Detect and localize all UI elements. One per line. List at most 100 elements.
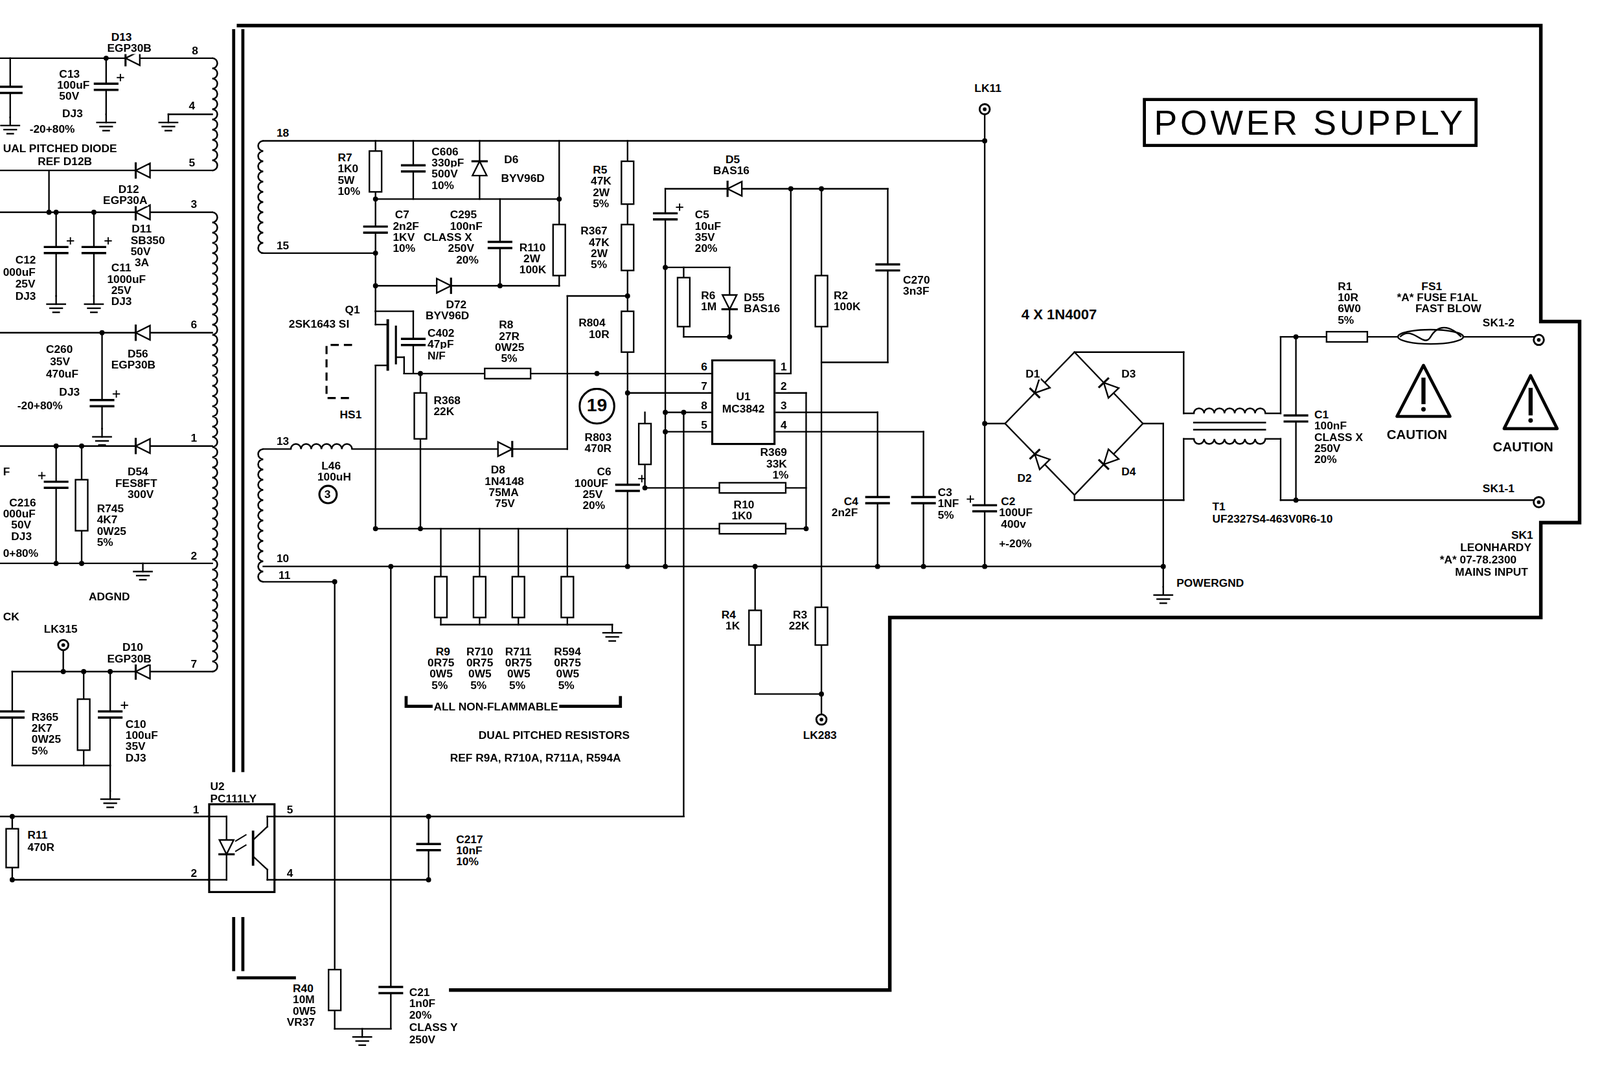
- wire: [402, 170, 425, 173]
- component-label: 500V: [430, 167, 460, 180]
- component-label: D12: [117, 182, 140, 195]
- diode-symbol: [498, 441, 513, 457]
- wire: [219, 853, 234, 856]
- wire: [379, 992, 403, 995]
- component-label: 47pF: [426, 338, 455, 351]
- wire: [805, 393, 807, 530]
- component-label: 5%: [95, 535, 115, 549]
- resistor-symbol: [621, 311, 634, 353]
- gap: [911, 497, 937, 504]
- wire: [90, 311, 97, 313]
- component-label: LK11: [973, 81, 1003, 94]
- component-label: C10: [124, 717, 148, 731]
- wire: [611, 624, 613, 633]
- wire: [262, 139, 985, 142]
- wire: [82, 251, 106, 254]
- wire: [1074, 351, 1185, 354]
- junction-dot: [642, 485, 648, 491]
- component-label: C606: [430, 145, 460, 158]
- component-label: 1: [191, 803, 201, 816]
- winding: [258, 140, 264, 253]
- component-label: 000uF: [1, 507, 37, 520]
- junction-dot: [107, 669, 113, 675]
- component-label: DJ3: [110, 294, 133, 308]
- component-label: 0W25: [30, 733, 62, 746]
- wire: [168, 113, 213, 115]
- component-label: 2W: [592, 185, 611, 199]
- wire: [262, 448, 291, 450]
- winding: [1193, 439, 1266, 445]
- component-label: 1: [189, 432, 199, 445]
- wire: [94, 82, 118, 85]
- terminal-dot: [1537, 338, 1542, 343]
- resistor-symbol: [638, 423, 652, 465]
- component-label: C6: [595, 465, 613, 479]
- component-label: -20+80%: [28, 122, 76, 135]
- wire: [9, 117, 12, 126]
- wire: [41, 472, 43, 479]
- wire: [973, 510, 997, 513]
- node-text: 3: [324, 487, 332, 501]
- component-label: 10%: [430, 178, 456, 192]
- wire: [161, 125, 175, 127]
- component-label: 25V: [581, 487, 604, 501]
- component-label: 4: [285, 866, 295, 880]
- wire: [99, 444, 105, 446]
- component-label: DJ3: [124, 751, 148, 764]
- gap: [652, 213, 678, 219]
- junction-dot: [388, 564, 394, 570]
- title-box: POWER SUPPLY: [1142, 97, 1477, 148]
- wire: [105, 114, 107, 124]
- wire: [101, 428, 103, 438]
- gap: [81, 246, 107, 253]
- component-label: 5%: [500, 352, 519, 365]
- component-label: 1%: [771, 468, 790, 481]
- component-label: 25V: [14, 277, 37, 291]
- wire: [876, 269, 900, 272]
- wire: [375, 323, 389, 326]
- component-label: 1KV: [391, 230, 416, 243]
- diode-symbol: [136, 439, 151, 454]
- diode-symbol: [136, 664, 151, 679]
- resistor-symbol: [77, 699, 91, 751]
- resistor-symbol: [719, 523, 786, 534]
- wire: [334, 581, 336, 1029]
- wire: [262, 565, 1163, 567]
- component-label: 000uF: [1, 265, 37, 278]
- terminal-symbol: [1533, 334, 1545, 346]
- resistor-symbol: [484, 368, 531, 379]
- component-label: 5%: [469, 678, 488, 692]
- component-label: 100K: [518, 263, 548, 276]
- component-label: 5%: [507, 678, 526, 692]
- component-label: C5: [693, 207, 710, 221]
- component-label: BYV96D: [500, 171, 547, 184]
- junction-dot: [103, 55, 109, 61]
- wire: [90, 399, 114, 401]
- junction-dot: [556, 196, 562, 202]
- junction-dot: [662, 429, 668, 435]
- component-label: 400v: [1000, 517, 1028, 530]
- component-label: FAST BLOW: [1414, 301, 1483, 315]
- wire: [1280, 439, 1282, 501]
- wire: [489, 240, 512, 243]
- component-label: 470uF: [44, 367, 80, 380]
- junction-dot: [662, 264, 668, 271]
- component-label: LEONHARDY: [1459, 540, 1533, 554]
- wire: [472, 160, 487, 162]
- junction-dot: [373, 250, 379, 256]
- node-body: [210, 805, 275, 891]
- component-label: R40: [292, 982, 315, 995]
- component-label: R803: [583, 430, 613, 444]
- wire: [115, 391, 118, 398]
- wire: [262, 581, 335, 583]
- wire: [1074, 494, 1076, 501]
- component-label: BAS16: [712, 164, 751, 177]
- wire: [1162, 423, 1165, 587]
- wire: [877, 412, 879, 567]
- component-label: Q1: [343, 303, 361, 316]
- wire: [207, 879, 227, 881]
- wire: [134, 325, 137, 341]
- wire: [134, 664, 137, 679]
- component-label: R6: [700, 288, 717, 302]
